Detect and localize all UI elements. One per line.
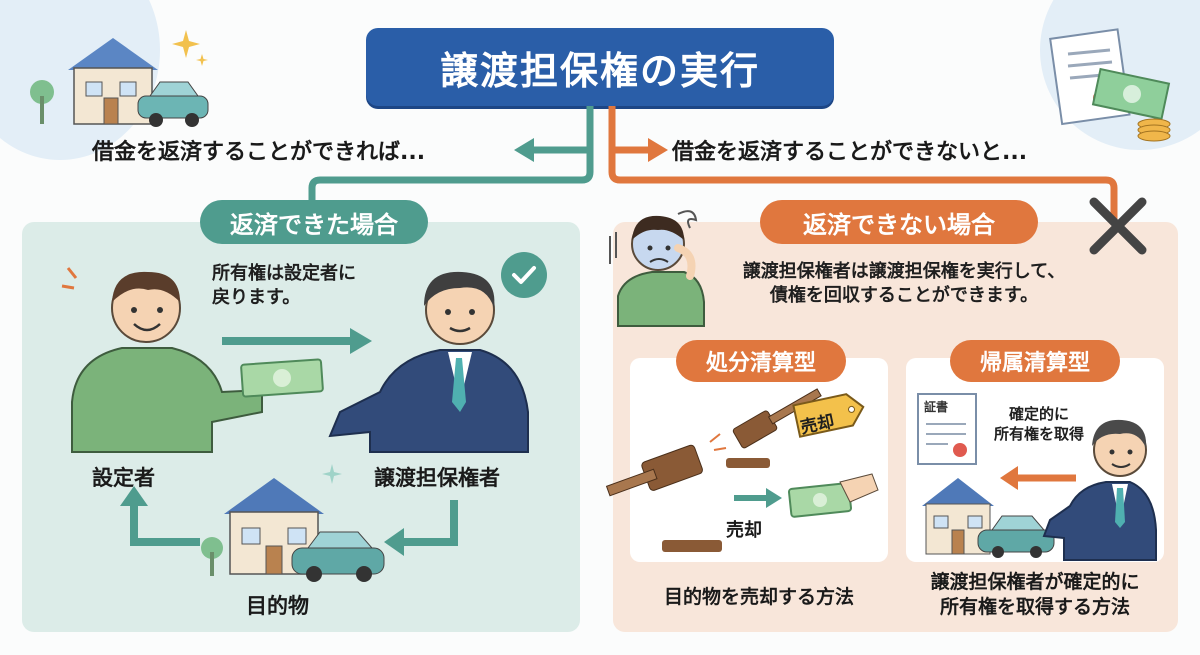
certificate-text: 証書 — [924, 400, 949, 414]
repaid-badge: 返済できた場合 — [200, 200, 428, 244]
acquire-line-1: 確定的に — [1008, 405, 1069, 423]
holder-person-illustration — [328, 271, 529, 453]
page-title: 譲渡担保権の実行 — [366, 28, 834, 106]
price-tag-icon — [792, 393, 865, 438]
disposal-badge: 処分清算型 — [676, 340, 846, 382]
setter-label: 設定者 — [92, 466, 155, 490]
object-label: 目的物 — [246, 594, 309, 618]
disposal-description: 目的物を売却する方法 — [663, 586, 854, 608]
worried-person-illustration — [609, 210, 705, 327]
not-repaid-badge: 返済できない場合 — [760, 200, 1038, 244]
cross-icon — [1089, 197, 1147, 255]
vesting-description: 譲渡担保権者が確定的に 所有権を取得する方法 — [906, 570, 1164, 619]
sale-label: 売却 — [726, 520, 762, 541]
acquire-note: 確定的に 所有権を取得 — [984, 404, 1094, 445]
vesting-house-car-illustration — [922, 478, 1055, 558]
vesting-description-line-2: 所有権を取得する方法 — [939, 595, 1130, 618]
left-branch-caption: 借金を返済することができれば... — [92, 140, 426, 165]
return-cycle-arrows — [120, 486, 458, 556]
arrow-left-icon — [1000, 466, 1076, 490]
right-branch-caption: 借金を返済することができないと... — [672, 140, 1028, 165]
check-icon — [501, 252, 547, 298]
note-line-2: 戻ります。 — [212, 287, 301, 309]
sparkle-icon — [172, 30, 208, 66]
certificate-icon — [917, 393, 977, 465]
sparkle-small-icon — [322, 464, 342, 484]
setter-person-illustration — [61, 267, 263, 453]
arrow-right-icon — [222, 328, 372, 354]
enforcement-note-line-1: 譲渡担保権者は譲渡担保権を実行して、 — [742, 261, 1066, 282]
vesting-badge: 帰属清算型 — [950, 340, 1120, 382]
document-money-illustration — [1049, 28, 1171, 142]
ownership-returns-note: 所有権は設定者に 戻ります。 — [212, 262, 356, 311]
house-car-illustration — [30, 38, 209, 127]
enforcement-note: 譲渡担保権者は譲渡担保権を実行して、 債権を回収することができます。 — [704, 260, 1104, 309]
note-line-1: 所有権は設定者に — [212, 263, 356, 284]
acquire-line-2: 所有権を取得 — [993, 425, 1084, 444]
vesting-holder-person-illustration — [1042, 419, 1157, 561]
money-icon — [240, 358, 324, 398]
gavel-icon — [605, 388, 879, 552]
holder-label: 譲渡担保権者 — [374, 466, 500, 490]
object-house-car-illustration — [201, 478, 385, 582]
enforcement-note-line-2: 債権を回収することができます。 — [769, 285, 1039, 307]
vesting-description-line-1: 譲渡担保権者が確定的に — [930, 571, 1140, 593]
